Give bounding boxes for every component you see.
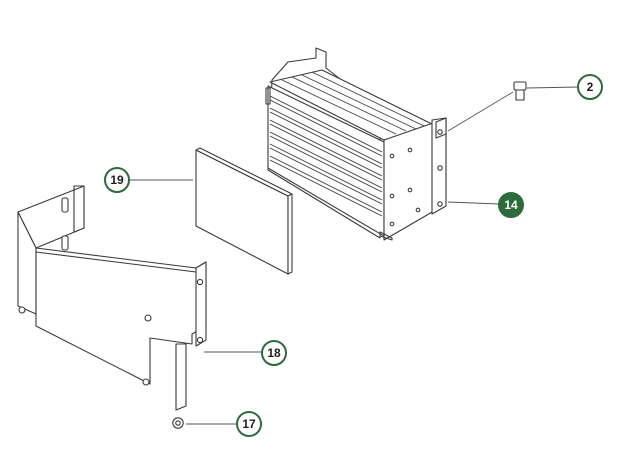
mounting-bracket-drawing <box>17 185 207 411</box>
callout-14[interactable]: 14 <box>498 192 524 218</box>
leader-2b <box>447 91 514 132</box>
leader-lines <box>130 86 579 425</box>
insulating-pad-drawing <box>195 147 293 275</box>
leader-14 <box>447 201 500 205</box>
converter-housing-drawing <box>265 47 447 241</box>
callout-2[interactable]: 2 <box>577 74 603 100</box>
bolt-drawing <box>513 81 527 101</box>
leader-2a <box>526 86 579 89</box>
nut-drawing <box>172 417 184 429</box>
callout-18[interactable]: 18 <box>261 340 287 366</box>
callout-19[interactable]: 19 <box>104 167 130 193</box>
callout-17[interactable]: 17 <box>236 411 262 437</box>
